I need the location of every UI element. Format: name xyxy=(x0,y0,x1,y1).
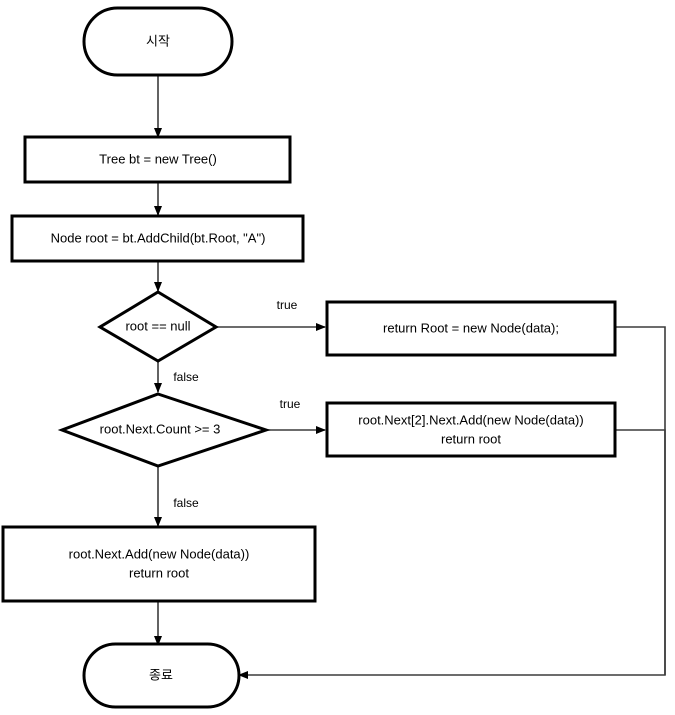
decision-root-null-shape xyxy=(97,290,219,363)
return-new-root-label: return Root = new Node(data); xyxy=(383,320,559,335)
node-decision-root-null[interactable]: root == null xyxy=(97,290,219,363)
node-decision-count[interactable]: root.Next.Count >= 3 xyxy=(57,392,271,468)
node-end[interactable]: 종료 xyxy=(82,642,241,709)
add-child-shape xyxy=(10,214,305,263)
edge-label-root-null-true: true xyxy=(277,298,298,312)
node-start[interactable]: 시작 xyxy=(82,6,234,77)
end-terminator-shape xyxy=(82,642,241,709)
node-add-child[interactable]: Node root = bt.AddChild(bt.Root, "A") xyxy=(10,214,305,263)
edge-labels-layer: true false true false xyxy=(173,298,300,510)
decision-count-label: root.Next.Count >= 3 xyxy=(100,421,221,436)
end-label: 종료 xyxy=(149,667,173,682)
edge-add-nested-to-end xyxy=(615,429,666,675)
decision-count-shape xyxy=(57,392,271,468)
return-new-root-shape xyxy=(325,300,617,357)
decision-root-null-label: root == null xyxy=(125,318,190,333)
edge-label-root-null-false: false xyxy=(173,370,199,384)
add-direct-shape xyxy=(1,525,317,603)
add-nested-label-line2: return root xyxy=(441,431,501,446)
start-label: 시작 xyxy=(146,33,170,48)
create-tree-shape xyxy=(23,135,292,184)
node-add-direct[interactable]: root.Next.Add(new Node(data)) return roo… xyxy=(1,525,317,603)
edge-label-count-true: true xyxy=(280,397,301,411)
edge-label-count-false: false xyxy=(173,496,199,510)
add-nested-shape xyxy=(325,401,617,458)
node-create-tree[interactable]: Tree bt = new Tree() xyxy=(23,135,292,184)
add-direct-label-line2: return root xyxy=(129,565,189,580)
add-child-label: Node root = bt.AddChild(bt.Root, "A") xyxy=(51,230,266,245)
edge-return-new-root-to-end xyxy=(238,326,666,679)
add-direct-label-line1: root.Next.Add(new Node(data)) xyxy=(69,546,250,561)
create-tree-label: Tree bt = new Tree() xyxy=(99,151,217,166)
node-add-nested[interactable]: root.Next[2].Next.Add(new Node(data)) re… xyxy=(325,401,617,458)
add-nested-label-line1: root.Next[2].Next.Add(new Node(data)) xyxy=(358,412,583,427)
start-terminator-shape xyxy=(82,6,234,77)
node-return-new-root[interactable]: return Root = new Node(data); xyxy=(325,300,617,357)
connectors-layer xyxy=(154,75,666,679)
